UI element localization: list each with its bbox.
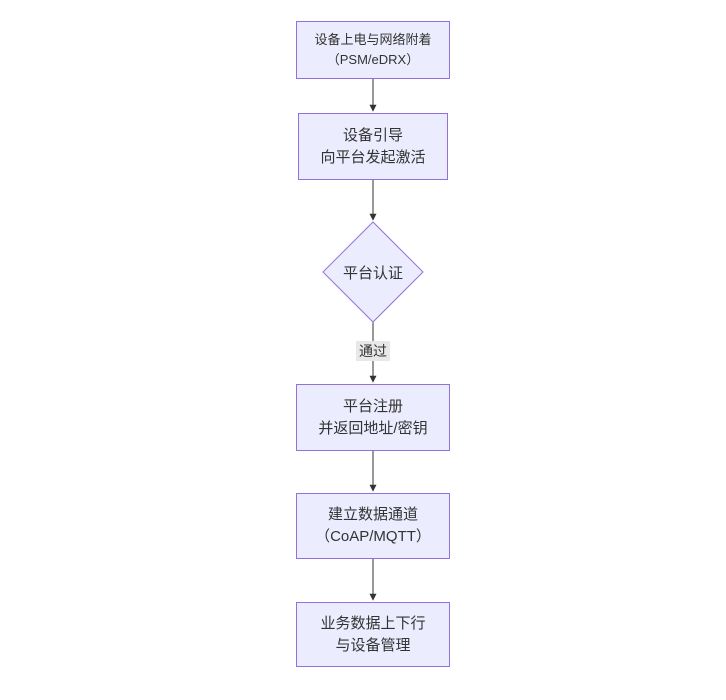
node-text-line: 与设备管理 — [335, 636, 411, 654]
decision-platform-auth: 平台认证 — [323, 257, 423, 287]
node-text-line: 设备引导 — [342, 126, 403, 144]
node-text-line: 业务数据上下行 — [320, 614, 426, 632]
flow-node-business-data: 业务数据上下行 与设备管理 — [296, 602, 450, 667]
node-text-line: 建立数据通道 — [327, 506, 418, 523]
node-text-line: 设备上电与网络附着 — [314, 32, 432, 47]
node-text-line: （CoAP/MQTT） — [315, 528, 431, 545]
flow-node-power-attach: 设备上电与网络附着 （PSM/eDRX） — [296, 21, 450, 79]
decision-diamond-shape — [322, 221, 424, 323]
node-text-line: 并返回地址/密钥 — [318, 419, 428, 437]
edge-label-pass: 通过 — [356, 341, 390, 361]
node-text-line: 平台认证 — [342, 264, 403, 282]
flow-node-data-channel: 建立数据通道 （CoAP/MQTT） — [296, 493, 450, 559]
node-text-line: 平台注册 — [342, 397, 403, 415]
node-text-line: （PSM/eDRX） — [326, 52, 420, 67]
node-text-line: 向平台发起激活 — [320, 148, 426, 166]
flow-node-platform-register: 平台注册 并返回地址/密钥 — [296, 384, 450, 451]
flow-node-bootstrap-activate: 设备引导 向平台发起激活 — [298, 113, 448, 180]
